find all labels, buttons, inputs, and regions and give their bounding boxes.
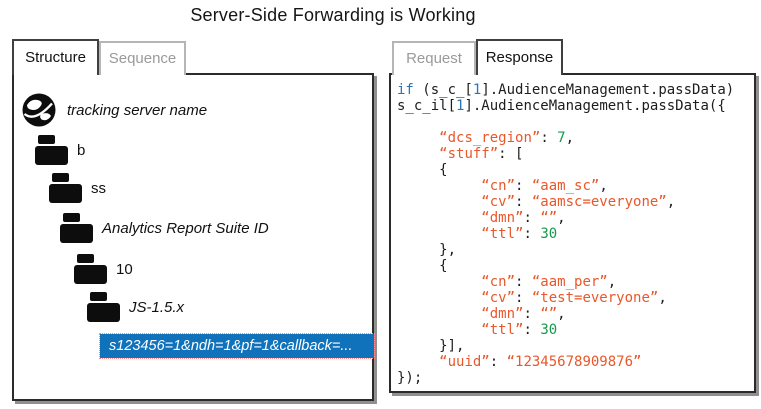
tree-item-tracking-server[interactable]: tracking server name: [20, 91, 207, 129]
tree-item-label: 10: [116, 260, 133, 278]
folder-icon: [87, 292, 120, 322]
code-line: [397, 114, 752, 130]
code-line: “cn”: “aam_per”,: [481, 274, 617, 290]
code-line: if (s_c_[1].AudienceManagement.passData): [397, 82, 735, 98]
tab-response[interactable]: Response: [476, 39, 563, 75]
folder-icon: [60, 213, 93, 243]
code-line: “cn”: “aam_sc”,: [481, 178, 608, 194]
code-line: “ttl”: 30: [481, 322, 558, 338]
code-line: “dmn”: “”,: [481, 306, 566, 322]
tree-item-js-version[interactable]: JS-1.5.x: [87, 292, 184, 322]
code-line: },: [397, 242, 457, 258]
code-line: }],: [397, 338, 465, 354]
code-line: “ttl”: 30: [481, 226, 558, 242]
tree-item-label: JS-1.5.x: [129, 298, 185, 316]
page-title: Server-Side Forwarding is Working: [190, 5, 476, 25]
tree-item-label: Analytics Report Suite ID: [102, 219, 269, 237]
code-line: “dcs_region”: 7,: [439, 130, 575, 146]
folder-icon: [35, 135, 68, 165]
tree-item-ss[interactable]: ss: [49, 173, 106, 203]
response-panel: if (s_c_[1].AudienceManagement.passData)…: [389, 73, 756, 393]
code-line: s_c_il[1].AudienceManagement.passData({: [397, 98, 726, 114]
tree-item-10[interactable]: 10: [74, 254, 133, 284]
code-line: “uuid”: “12345678909876”: [439, 354, 642, 370]
tree-item-report-suite-id[interactable]: Analytics Report Suite ID: [60, 213, 269, 243]
code-line: {: [397, 258, 448, 274]
selected-request-url[interactable]: s123456=1&ndh=1&pf=1&callback=...: [99, 333, 375, 359]
code-line: “cv”: “test=everyone”,: [481, 290, 667, 306]
tree-item-b[interactable]: b: [35, 135, 85, 165]
structure-panel: tracking server name b ss Analytics Repo…: [12, 73, 375, 401]
code-line: “cv”: “aamsc=everyone”,: [481, 194, 676, 210]
tree-item-label: b: [77, 141, 86, 159]
tab-request[interactable]: Request: [392, 41, 476, 75]
folder-icon: [74, 254, 107, 284]
response-code[interactable]: if (s_c_[1].AudienceManagement.passData)…: [397, 82, 752, 389]
tab-sequence[interactable]: Sequence: [99, 41, 186, 75]
tree-item-label: ss: [91, 179, 106, 197]
code-line: });: [397, 370, 423, 386]
globe-icon: [20, 91, 58, 129]
code-line: {: [397, 162, 448, 178]
tree-item-label: tracking server name: [67, 101, 208, 119]
folder-icon: [49, 173, 82, 203]
code-line: “dmn”: “”,: [481, 210, 566, 226]
code-line: “stuff”: [: [439, 146, 524, 162]
tab-structure[interactable]: Structure: [12, 39, 99, 75]
